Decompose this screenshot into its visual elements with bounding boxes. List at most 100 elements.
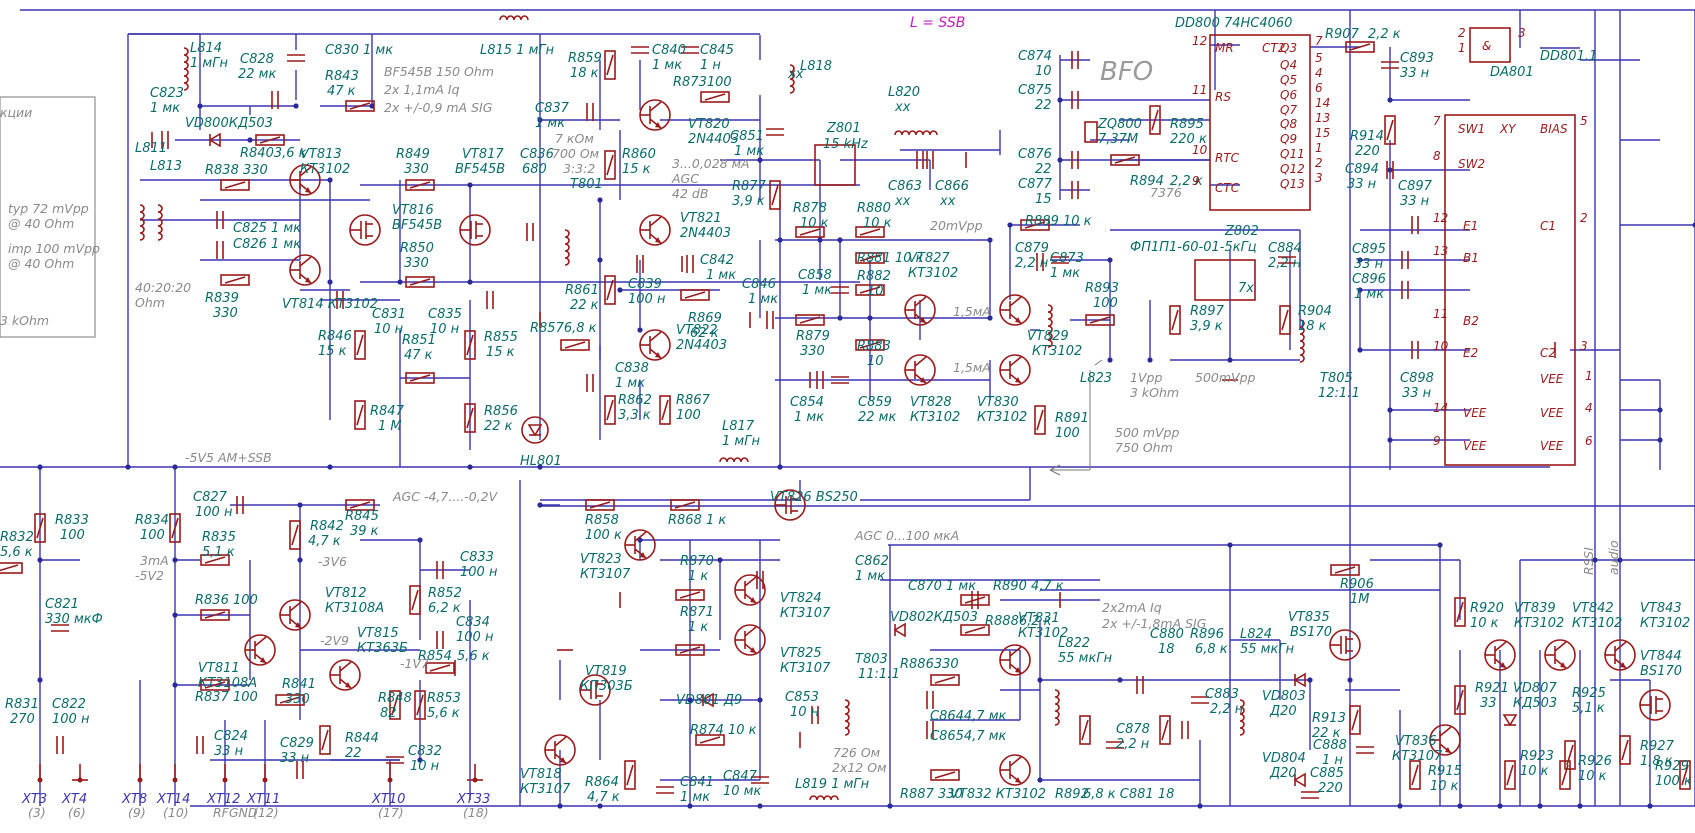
label-vt822: VT822	[676, 323, 718, 338]
label-r871: R871	[680, 605, 714, 620]
label-r891: R891	[1055, 411, 1089, 426]
xy-pin-b1: B1	[1463, 251, 1479, 265]
label-c836: C836	[520, 147, 554, 162]
label-vt836: VT836	[1395, 734, 1437, 749]
c896-capacitor	[1401, 281, 1409, 299]
label-t805v: 12:1:1	[1318, 386, 1360, 401]
label-c851v: 1 мк	[734, 144, 764, 159]
r929-resistor	[1679, 760, 1691, 790]
note-db42: 42 dB	[672, 186, 708, 201]
r853-resistor	[414, 690, 426, 720]
label-vt823: VT823	[580, 552, 622, 567]
vt817-fet	[459, 214, 491, 246]
label-c885v: 220	[1318, 781, 1343, 796]
label-r846: R846	[318, 329, 352, 344]
note-agc028: 3...0,028 мА	[672, 156, 750, 171]
junction	[1037, 677, 1043, 683]
label-c874: C874	[1018, 49, 1052, 64]
label-vd802: VD802КД503	[890, 610, 978, 625]
label-r864: R864	[585, 775, 619, 790]
label-c897: C897	[1398, 179, 1433, 194]
connector-pin-xt11: (12)	[253, 805, 279, 820]
hl801-led-body	[521, 416, 549, 444]
junction	[327, 279, 333, 285]
label-c877v: 15	[1035, 192, 1052, 207]
l811-inductor	[139, 204, 145, 241]
label-vt823v: КТ3107	[580, 567, 631, 582]
xy-pinnum: 14	[1433, 401, 1448, 415]
junction	[1577, 803, 1583, 809]
label-r926: R926	[1578, 754, 1612, 769]
label-r874: R874 10 к	[690, 723, 757, 738]
label-r895v: 220 к	[1170, 132, 1207, 147]
c859-capacitor	[831, 376, 849, 384]
junction	[1657, 407, 1663, 413]
label-vd801: VD801 Д9	[676, 693, 742, 708]
junction	[1357, 257, 1363, 263]
label-c858v: 1 мк	[802, 283, 832, 298]
label-r848v: 82	[380, 706, 397, 721]
junction	[867, 315, 873, 321]
junction	[172, 464, 178, 470]
dd800-pinnum: 14	[1315, 96, 1330, 110]
label-t803: T803	[855, 652, 888, 667]
label-r856: R856	[484, 404, 518, 419]
label-r854: R854	[418, 649, 452, 664]
r890-resistor	[960, 594, 990, 606]
junction	[1117, 677, 1123, 683]
junction	[297, 502, 303, 508]
label-c827: C827	[193, 490, 228, 505]
label-r841v: 330	[285, 692, 310, 707]
junction	[1357, 287, 1363, 293]
connector-pin-dot	[387, 777, 393, 783]
note-typ: typ 72 mVpp	[8, 201, 89, 216]
r871-resistor	[675, 644, 705, 656]
label-t805: T805	[1320, 371, 1353, 386]
label-c883v: 2,2 н	[1210, 702, 1244, 717]
label-c822: C822	[52, 697, 86, 712]
c874-capacitor	[1071, 51, 1079, 69]
z802-filter	[1194, 259, 1256, 301]
label-vd807: VD807	[1513, 681, 1557, 696]
note-bf545: BF545B 150 Ohm	[384, 64, 494, 79]
label-c874v: 10	[1035, 64, 1052, 79]
label-r847: R847	[370, 404, 405, 419]
note-ohm40a: @ 40 Ohm	[8, 216, 74, 231]
label-hl801: HL801	[520, 454, 562, 469]
label-r907: R907	[1325, 27, 1360, 42]
label-c854: C854	[790, 395, 824, 410]
label-z802: Z802	[1224, 224, 1259, 239]
label-r845v: 39 к	[350, 524, 379, 539]
junction	[777, 464, 783, 470]
connector-xt10: XT10	[371, 792, 405, 807]
label-l824: L824	[1240, 627, 1272, 642]
label-c837v: 1 мк	[535, 116, 565, 131]
junction	[757, 157, 763, 163]
dd800-pinnum: 13	[1315, 111, 1330, 125]
note-m20: 20mVpp	[930, 218, 983, 233]
label-r852: R852	[428, 586, 462, 601]
c841-capacitor	[656, 786, 674, 794]
label-c876: C876	[1018, 147, 1052, 162]
junction	[687, 697, 693, 703]
xy-pin-vee: VEE	[1540, 372, 1564, 386]
note-o700: 700 Ом	[552, 146, 599, 161]
junction	[1107, 357, 1113, 363]
label-vt828: VT828	[910, 395, 952, 410]
note-ma15b: 1,5мА	[953, 360, 991, 375]
junction	[777, 237, 783, 243]
label-vt844v: BS170	[1640, 664, 1682, 679]
label-vt844: VT844	[1640, 649, 1682, 664]
note-ma15a: 1,5мА	[953, 304, 991, 319]
c873-capacitor	[1036, 253, 1044, 271]
wires	[0, 9, 1695, 809]
label-c893v: 33 н	[1400, 66, 1430, 81]
c829-capacitor	[296, 761, 304, 779]
xy-pinnum: 10	[1433, 339, 1449, 353]
r892-resistor	[1079, 715, 1091, 745]
l817-inductor	[719, 457, 749, 463]
r844-resistor	[319, 725, 331, 755]
label-r892: R892	[1055, 787, 1089, 802]
dd800-pinnum: 7	[1315, 34, 1323, 48]
r849-resistor	[405, 179, 435, 191]
